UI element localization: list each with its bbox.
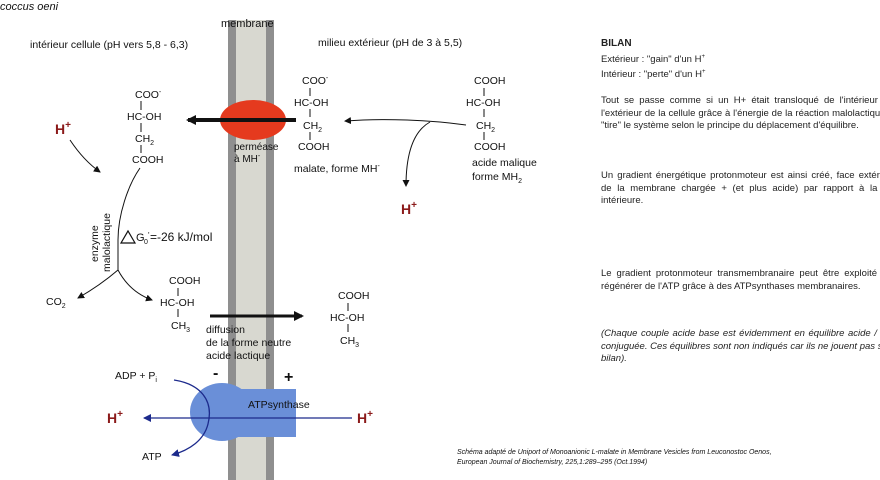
permease-charge: - — [258, 153, 261, 160]
reaction-path — [117, 167, 141, 270]
svg-text:forme MH2: forme MH2 — [472, 171, 522, 185]
bilan-line-2: Intérieur : "perte" d'un H+ — [601, 69, 706, 81]
delta-icon — [119, 229, 137, 244]
proton-release-arrow — [402, 121, 431, 187]
svg-text:COOH: COOH — [338, 290, 370, 302]
svg-text:0: 0 — [144, 239, 148, 246]
atp-label: ATP — [142, 451, 162, 463]
svg-text:COO-: COO- — [135, 89, 162, 101]
svg-text:CH2: CH2 — [135, 133, 154, 147]
atp-synthase — [190, 383, 296, 441]
co2-arrow — [77, 269, 119, 299]
svg-text:HC-OH: HC-OH — [330, 312, 364, 324]
proton-interior-bottom: H+ — [107, 409, 123, 426]
atpsynthase-label: ATPsynthase — [248, 399, 310, 411]
bilan-para-1: Tout se passe comme si un H+ était trans… — [601, 95, 880, 131]
malate-mh: COO- HC-OH CH2 COOH — [294, 75, 330, 153]
title-fragment: coccus oeni — [0, 1, 59, 13]
proton-exterior-bottom: H+ — [357, 409, 373, 426]
svg-text:CH3: CH3 — [340, 335, 359, 349]
proton-exterior-top: H+ — [401, 200, 417, 217]
acide-malique-label-1: acide malique — [472, 157, 537, 169]
lactate-arrow — [117, 269, 153, 302]
permease-label-2: à MH — [234, 154, 258, 165]
deprotonation-arrow — [344, 117, 467, 126]
svg-text:COOH: COOH — [169, 275, 201, 287]
svg-text:COO-: COO- — [302, 75, 329, 87]
svg-text:HC-OH: HC-OH — [466, 97, 500, 109]
bilan-para-3: Le gradient protonmoteur transmembranair… — [601, 268, 880, 292]
interior-label: intérieur cellule (pH vers 5,8 - 6,3) — [30, 39, 188, 51]
membrane-label: membrane — [221, 18, 274, 30]
svg-text:CH2: CH2 — [476, 120, 495, 134]
diffusion-label-1: diffusion — [206, 324, 245, 336]
svg-text:HC-OH: HC-OH — [127, 111, 161, 123]
adp-label: ADP + Pi — [115, 370, 157, 384]
svg-text:COOH: COOH — [298, 141, 330, 153]
bilan-title: BILAN — [601, 38, 632, 49]
enzyme-label-1: enzyme — [89, 225, 101, 262]
bilan-line-1: Extérieur : "gain" d'un H+ — [601, 53, 705, 65]
bilan-header-block: BILAN Extérieur : "gain" d'un H+ Intérie… — [601, 38, 880, 82]
svg-text:G: G — [136, 232, 145, 244]
svg-text:HC-OH: HC-OH — [160, 297, 194, 309]
minus-charge: - — [213, 365, 218, 382]
diffusion-label-2: de la forme neutre — [206, 337, 291, 349]
svg-text:malate, forme MH-: malate, forme MH- — [294, 163, 380, 175]
lactic-acid-exterior: COOH HC-OH CH3 — [330, 290, 370, 349]
svg-text:COOH: COOH — [474, 141, 506, 153]
proton-interior-top: H+ — [55, 120, 71, 137]
citation-line-1: Schéma adapté de Uniport of Monoanionic … — [457, 449, 772, 456]
acide-malique-label-2: forme MH — [472, 171, 518, 183]
proton-uptake-arrow — [69, 139, 101, 173]
citation-line-2: European Journal of Biochemistry, 225,1:… — [457, 459, 647, 466]
svg-text:COOH: COOH — [474, 75, 506, 87]
bilan-para-2: Un gradient énergétique protonmoteur est… — [601, 170, 880, 206]
delta-g: G 0 ' =-26 kJ/mol — [119, 229, 212, 246]
malate-interior: COO- HC-OH CH2 COOH — [127, 89, 164, 166]
atp-formation-arrow — [171, 379, 210, 457]
malate-mh-label: malate, forme MH — [294, 163, 377, 175]
svg-text:CH2: CH2 — [303, 120, 322, 134]
svg-text:à MH-: à MH- — [234, 153, 261, 165]
permease-label-1: perméase — [234, 142, 279, 153]
svg-text:HC-OH: HC-OH — [294, 97, 328, 109]
diffusion-label-3: acide lactique — [206, 350, 270, 362]
enzyme-label-2: malolactique — [101, 213, 113, 272]
lactic-acid-interior: COOH HC-OH CH3 — [160, 275, 201, 334]
bilan-para-4: (Chaque couple acide base est évidemment… — [601, 328, 880, 364]
co2-label: CO2 — [46, 296, 66, 310]
svg-text:COOH: COOH — [132, 154, 164, 166]
svg-text:CH3: CH3 — [171, 320, 190, 334]
plus-charge: + — [284, 369, 293, 386]
svg-text:': ' — [148, 231, 150, 240]
acide-malique: COOH HC-OH CH2 COOH — [466, 75, 506, 153]
exterior-label: milieu extérieur (pH de 3 à 5,5) — [318, 37, 462, 49]
svg-text:=-26 kJ/mol: =-26 kJ/mol — [150, 230, 212, 244]
